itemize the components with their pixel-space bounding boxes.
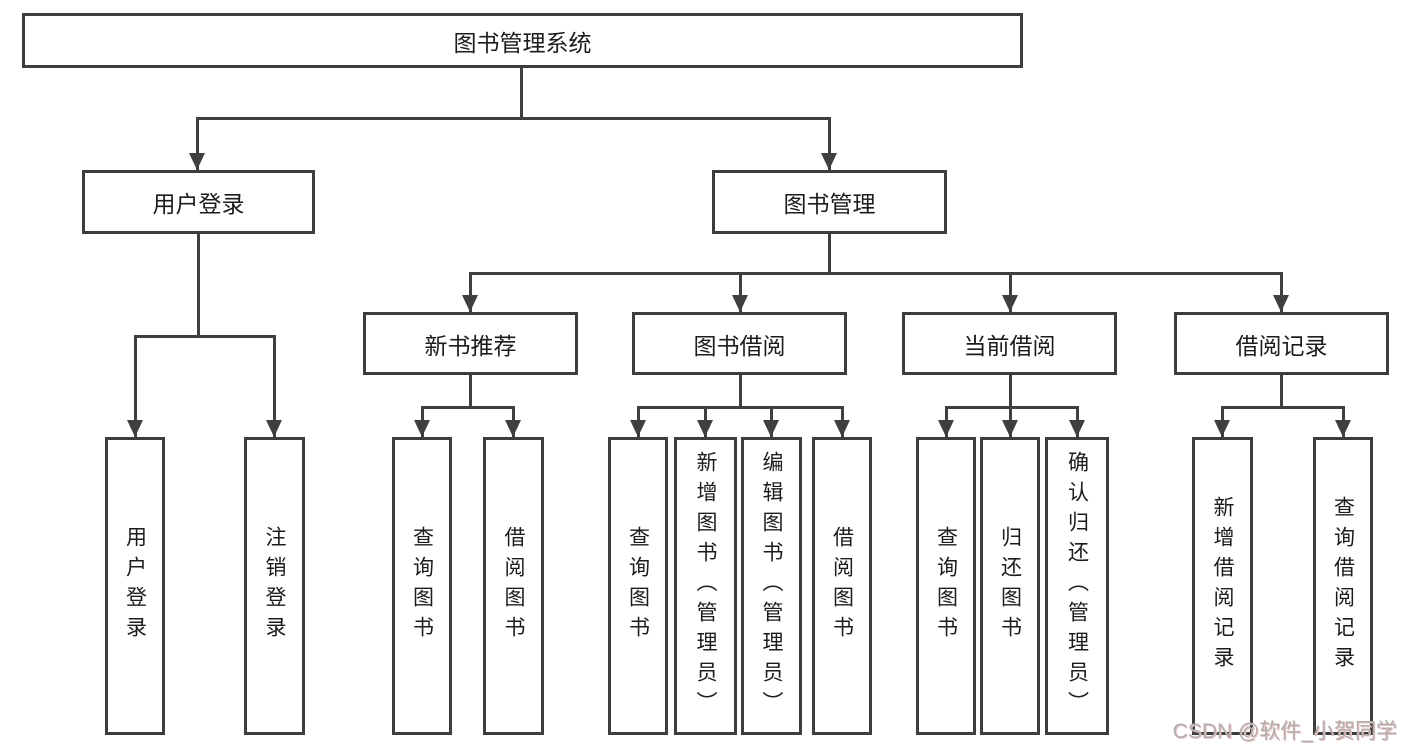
node-borrow-records: 借阅记录 — [1174, 312, 1389, 375]
leaf-user-login: 用户登录 — [105, 437, 165, 735]
connector-line — [196, 117, 830, 120]
connector-line — [828, 234, 831, 272]
node-root: 图书管理系统 — [22, 13, 1023, 68]
leaf-query-books-recommend: 查询图书 — [392, 437, 452, 735]
leaf-return-book-label: 归还图书 — [998, 526, 1022, 646]
leaf-add-book-admin-label: 新增图书（管理员） — [694, 451, 717, 721]
connector-line — [469, 272, 1283, 275]
node-user-login: 用户登录 — [82, 170, 315, 234]
arrowhead-icon — [505, 420, 521, 437]
leaf-add-borrow-record-label: 新增借阅记录 — [1211, 496, 1234, 676]
leaf-query-books-current: 查询图书 — [916, 437, 976, 735]
leaf-borrow-books: 借阅图书 — [812, 437, 872, 735]
arrowhead-icon — [834, 420, 850, 437]
connector-line — [134, 335, 137, 437]
arrowhead-icon — [1273, 295, 1289, 312]
connector-line — [1009, 375, 1012, 406]
connector-line — [739, 272, 742, 312]
arrowhead-icon — [1002, 420, 1018, 437]
leaf-confirm-return-admin-label: 确认归还（管理员） — [1065, 451, 1089, 721]
leaf-borrow-books-recommend: 借阅图书 — [483, 437, 544, 735]
arrowhead-icon — [414, 420, 430, 437]
arrowhead-icon — [1069, 420, 1085, 437]
node-book-management-label: 图书管理 — [783, 191, 876, 217]
arrowhead-icon — [938, 420, 954, 437]
leaf-edit-book-admin: 编辑图书（管理员） — [741, 437, 802, 735]
node-user-login-label: 用户登录 — [152, 191, 245, 217]
connector-line — [520, 68, 523, 117]
arrowhead-icon — [189, 153, 205, 170]
arrowhead-icon — [462, 295, 478, 312]
connector-line — [197, 234, 200, 335]
leaf-confirm-return-admin: 确认归还（管理员） — [1045, 437, 1109, 735]
leaf-user-login-label: 用户登录 — [123, 526, 147, 646]
leaf-query-books-borrow-label: 查询图书 — [626, 526, 650, 646]
node-new-book-recommend: 新书推荐 — [363, 312, 578, 375]
connector-line — [273, 335, 276, 437]
csdn-watermark: CSDN @软件_小贺同学 — [1172, 720, 1397, 743]
connector-line — [1009, 272, 1012, 312]
leaf-query-books-recommend-label: 查询图书 — [410, 526, 434, 646]
leaf-add-book-admin: 新增图书（管理员） — [674, 437, 737, 735]
arrowhead-icon — [127, 420, 143, 437]
connector-line — [1221, 406, 1345, 409]
leaf-add-borrow-record: 新增借阅记录 — [1192, 437, 1253, 735]
leaf-query-borrow-record-label: 查询借阅记录 — [1331, 496, 1355, 676]
connector-line — [1280, 272, 1283, 312]
leaf-query-books-borrow: 查询图书 — [608, 437, 668, 735]
connector-line — [421, 406, 515, 409]
leaf-query-books-current-label: 查询图书 — [934, 526, 958, 646]
arrowhead-icon — [1214, 420, 1230, 437]
node-current-borrow-label: 当前借阅 — [963, 332, 1056, 359]
leaf-borrow-books-recommend-label: 借阅图书 — [502, 526, 525, 646]
node-new-book-recommend-label: 新书推荐 — [424, 332, 517, 359]
arrowhead-icon — [630, 420, 646, 437]
node-borrow-records-label: 借阅记录 — [1235, 332, 1328, 359]
leaf-return-book: 归还图书 — [980, 437, 1040, 735]
arrowhead-icon — [1002, 295, 1018, 312]
arrowhead-icon — [1335, 420, 1351, 437]
node-book-borrow-label: 图书借阅 — [693, 332, 786, 359]
leaf-logout-label: 注销登录 — [263, 526, 286, 646]
connector-line — [828, 117, 831, 170]
arrowhead-icon — [732, 295, 748, 312]
node-book-borrow: 图书借阅 — [632, 312, 847, 375]
leaf-query-borrow-record: 查询借阅记录 — [1313, 437, 1373, 735]
connector-line — [1280, 375, 1283, 406]
connector-line — [469, 375, 472, 406]
leaf-edit-book-admin-label: 编辑图书（管理员） — [760, 451, 783, 721]
connector-line — [469, 272, 472, 312]
arrowhead-icon — [266, 420, 282, 437]
connector-line — [196, 117, 199, 170]
leaf-borrow-books-label: 借阅图书 — [830, 526, 854, 646]
connector-line — [739, 375, 742, 406]
node-root-label: 图书管理系统 — [453, 29, 592, 56]
arrowhead-icon — [763, 420, 779, 437]
node-book-management: 图书管理 — [712, 170, 947, 234]
arrowhead-icon — [697, 420, 713, 437]
connector-line — [945, 406, 1079, 409]
connector-line — [637, 406, 844, 409]
leaf-logout: 注销登录 — [244, 437, 305, 735]
arrowhead-icon — [821, 153, 837, 170]
connector-line — [134, 335, 276, 338]
node-current-borrow: 当前借阅 — [902, 312, 1117, 375]
